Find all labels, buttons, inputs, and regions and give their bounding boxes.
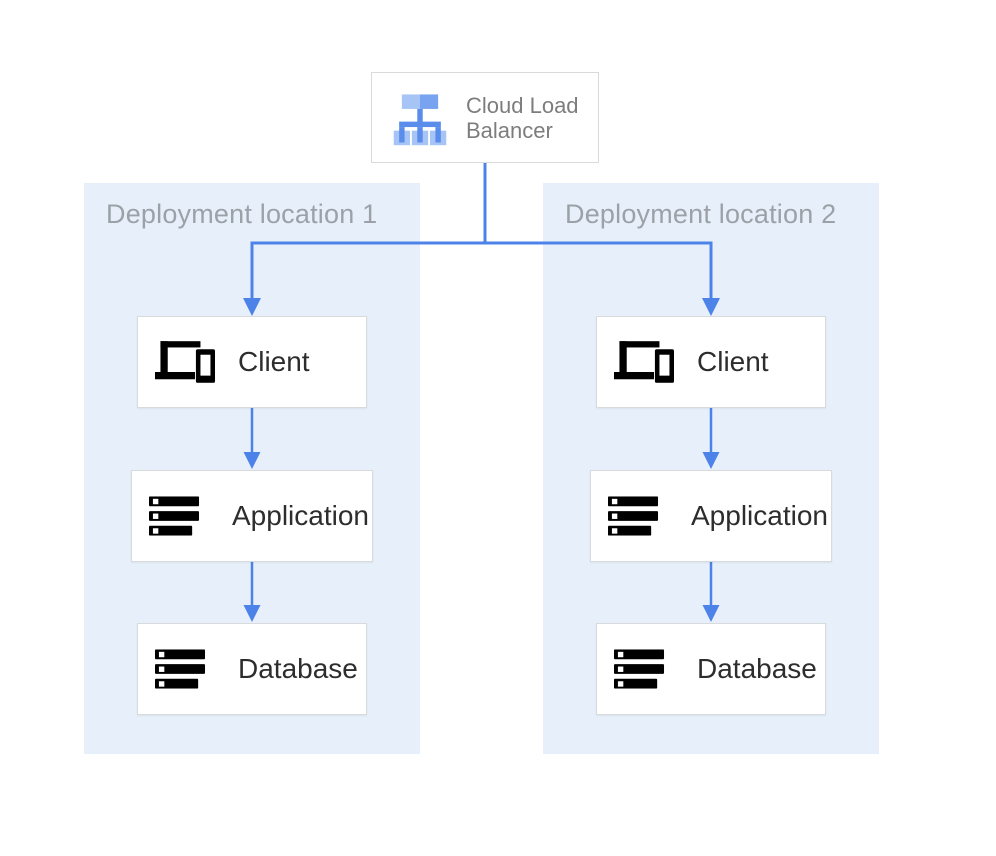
node-label: Application — [232, 500, 369, 531]
client-node-2: Client — [596, 316, 826, 408]
node-label: Cloud Load Balancer — [466, 92, 579, 143]
zone-label: Deployment location 1 — [106, 199, 378, 229]
servers-icon — [155, 649, 238, 689]
servers-icon — [614, 649, 697, 689]
client-node-1: Client — [137, 316, 367, 408]
node-label: Client — [697, 346, 769, 377]
devices-icon — [155, 341, 238, 383]
node-label: Database — [238, 653, 358, 684]
devices-icon — [614, 341, 697, 383]
database-node-1: Database — [137, 623, 367, 715]
servers-icon — [149, 496, 232, 536]
zone-label: Deployment location 2 — [565, 199, 837, 229]
node-label: Client — [238, 346, 310, 377]
load-balancer-icon — [391, 89, 449, 147]
database-node-2: Database — [596, 623, 826, 715]
servers-icon — [608, 496, 691, 536]
application-node-2: Application — [590, 470, 832, 562]
node-label: Application — [691, 500, 828, 531]
application-node-1: Application — [131, 470, 373, 562]
cloud-load-balancer-node: Cloud Load Balancer — [371, 72, 599, 163]
node-label: Database — [697, 653, 817, 684]
